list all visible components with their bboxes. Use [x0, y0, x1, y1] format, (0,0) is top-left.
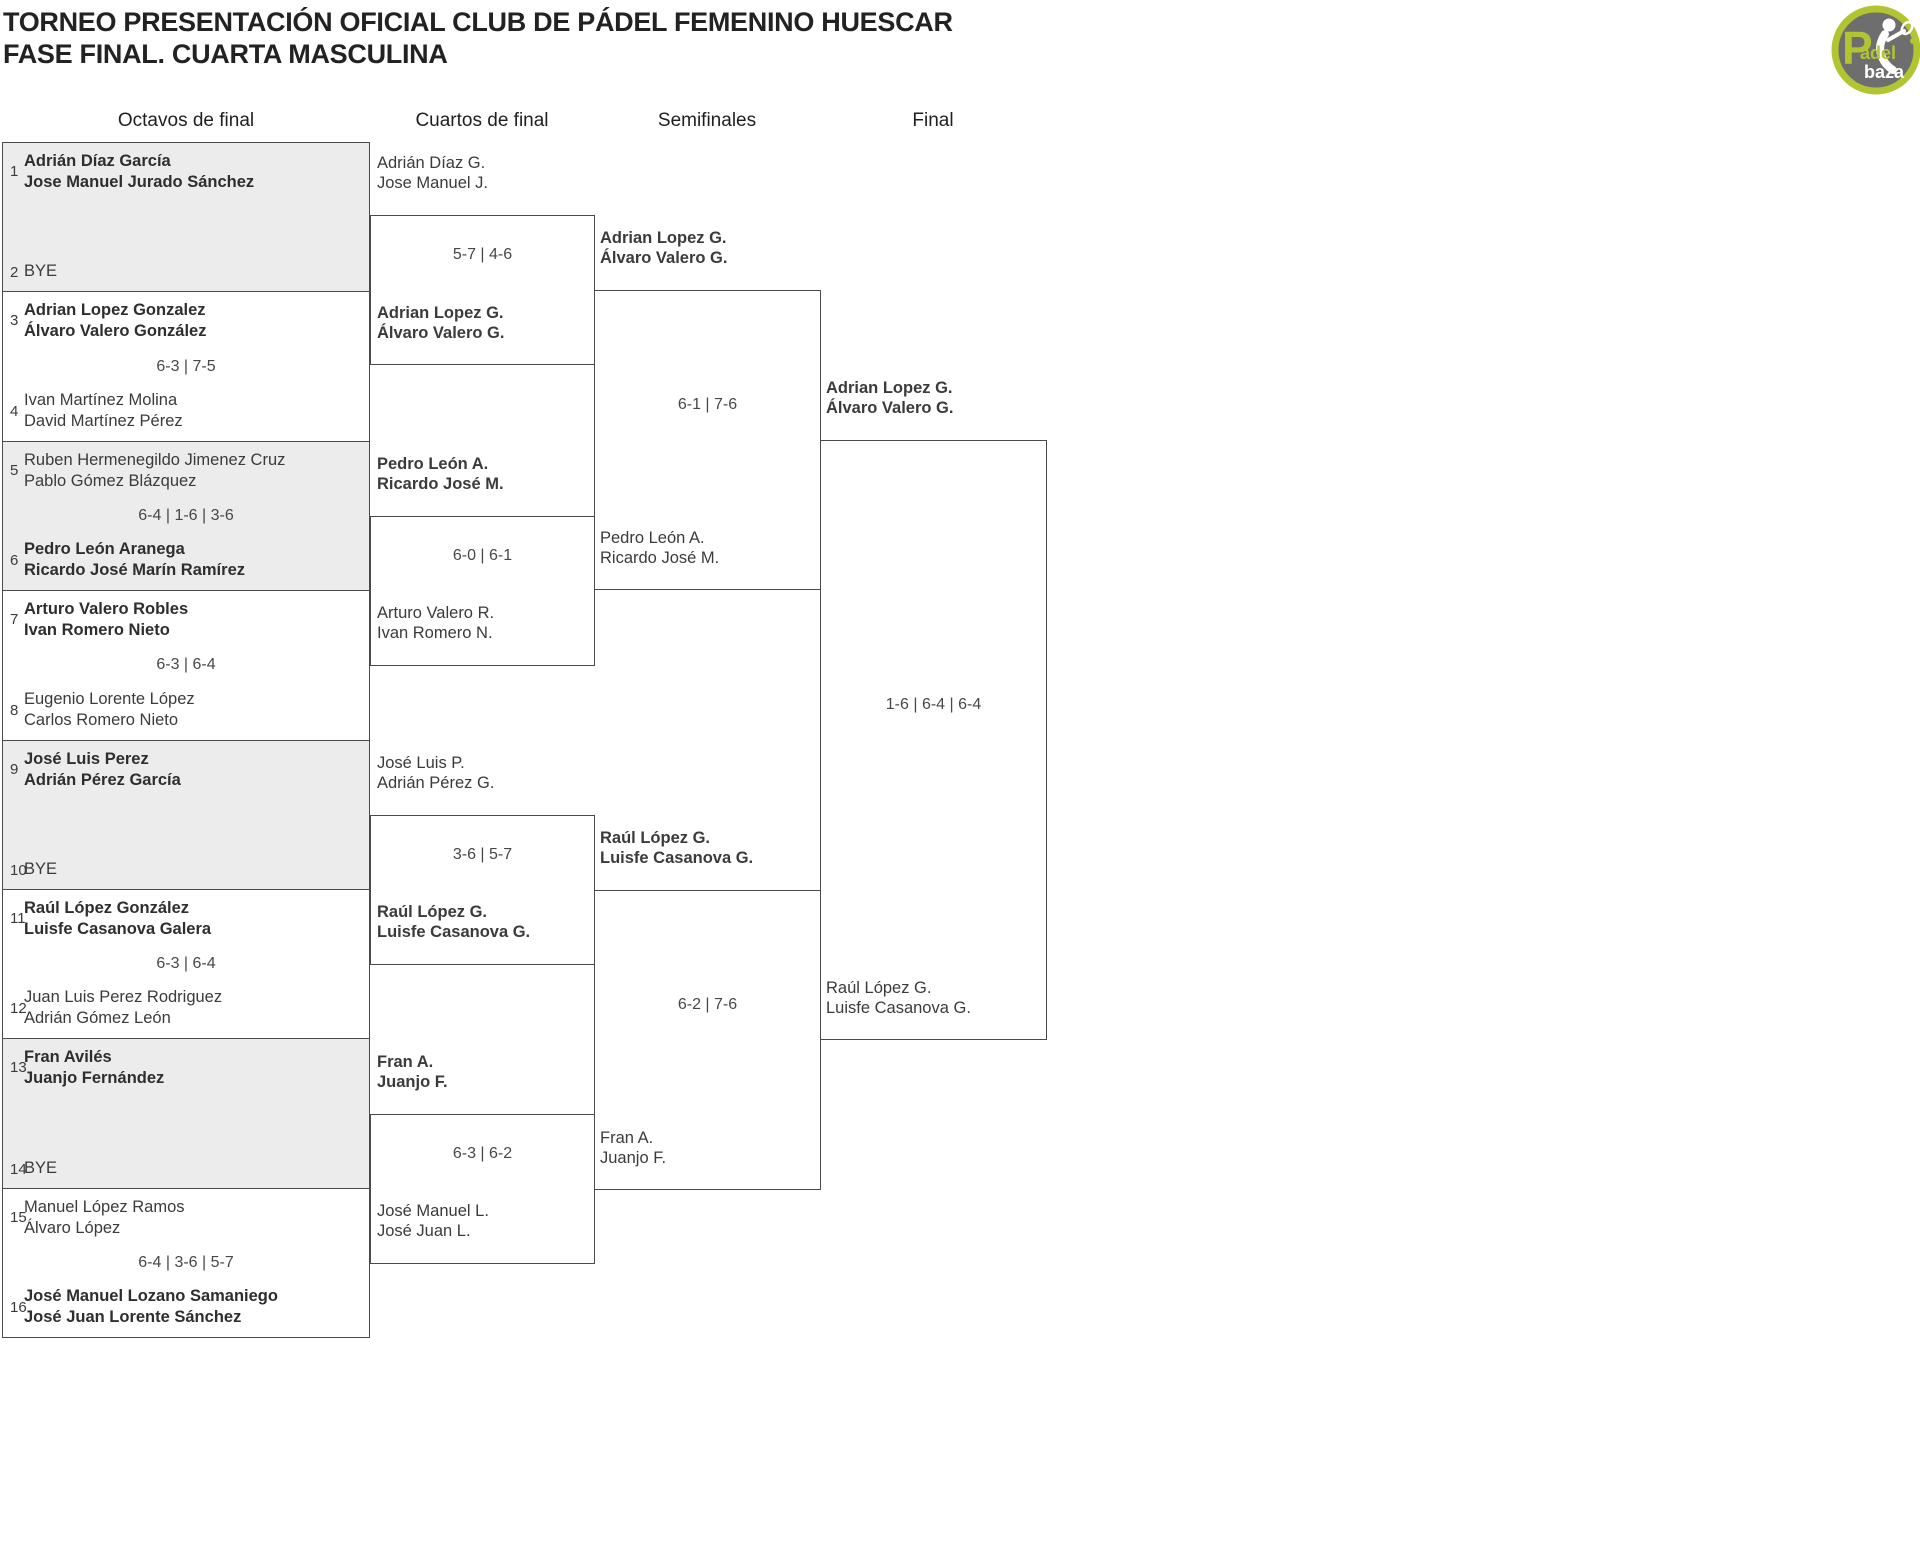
- seed-number: 6: [10, 552, 19, 570]
- seed-number: 3: [10, 312, 19, 330]
- round-header-final: Final: [912, 110, 954, 131]
- padel-baza-logo-icon: P adel baza: [1831, 5, 1920, 95]
- logo-word-baza: baza: [1864, 62, 1905, 82]
- qf4-team1: Fran A.Juanjo F.: [377, 1053, 448, 1091]
- final-team2: Raúl López G.Luisfe Casanova G.: [826, 979, 971, 1017]
- team-name: BYE: [24, 1158, 58, 1177]
- qf4-score: 6-3 | 6-2: [452, 1145, 513, 1162]
- final-box: [820, 440, 1047, 1040]
- seed-number: 4: [10, 402, 19, 420]
- match-score: 6-3 | 7-5: [156, 357, 216, 375]
- logo-word-adel: adel: [1860, 43, 1896, 63]
- qf1-team2: Adrian Lopez G.Álvaro Valero G.: [377, 304, 505, 342]
- sf1-team2: Pedro León A.Ricardo José M.: [600, 529, 720, 567]
- qf2-score: 6-0 | 6-1: [452, 547, 513, 564]
- seed-number: 8: [10, 701, 19, 719]
- seed-number: 14: [10, 1160, 27, 1178]
- qf-box-4: [370, 1114, 595, 1264]
- match-score: 6-4 | 1-6 | 3-6: [138, 506, 234, 524]
- seed-number: 9: [10, 760, 19, 778]
- sf2-score: 6-2 | 7-6: [677, 996, 738, 1013]
- match-score: 6-3 | 6-4: [156, 955, 216, 973]
- round-header-semifinales: Semifinales: [657, 110, 757, 131]
- page-subtitle: FASE FINAL. CUARTA MASCULINA: [3, 39, 448, 69]
- qf3-score: 3-6 | 5-7: [452, 846, 513, 863]
- seed-number: 7: [10, 611, 19, 629]
- team-name: BYE: [24, 859, 58, 878]
- sf2-team2: Fran A.Juanjo F.: [600, 1129, 667, 1167]
- seed-number: 2: [10, 264, 19, 282]
- logo-letter-p: P: [1842, 22, 1873, 74]
- seed-number: 10: [10, 861, 27, 879]
- match-score: 6-3 | 6-4: [156, 656, 216, 674]
- match-score: 6-4 | 3-6 | 5-7: [138, 1253, 234, 1271]
- seed-number: 15: [10, 1208, 27, 1226]
- qf-box-2: [370, 516, 595, 666]
- sf1-score: 6-1 | 7-6: [677, 396, 738, 413]
- qf3-team1: José Luis P.Adrián Pérez G.: [377, 754, 495, 792]
- round-header-octavos: Octavos de final: [117, 110, 255, 131]
- qf1-score: 5-7 | 4-6: [452, 246, 513, 263]
- seed-number: 5: [10, 461, 19, 479]
- final-team1: Adrian Lopez G.Álvaro Valero G.: [826, 379, 954, 417]
- team-name: BYE: [24, 262, 58, 281]
- qf2-team1: Pedro León A.Ricardo José M.: [377, 455, 504, 493]
- qf1-team1: Adrián Díaz G.Jose Manuel J.: [377, 154, 488, 192]
- round-header-cuartos: Cuartos de final: [415, 110, 549, 131]
- seed-number: 13: [10, 1059, 27, 1077]
- seed-number: 12: [10, 1000, 27, 1018]
- seed-number: 16: [10, 1299, 27, 1316]
- seed-number: 11: [10, 909, 26, 927]
- sf1-team1: Adrian Lopez G.Álvaro Valero G.: [600, 229, 728, 267]
- qf-box-3: [370, 815, 595, 965]
- page-title: TORNEO PRESENTACIÓN OFICIAL CLUB DE PÁDE…: [3, 7, 953, 37]
- seed-number: 1: [10, 163, 19, 180]
- sf2-team1: Raúl López G.Luisfe Casanova G.: [600, 829, 754, 867]
- sf-box-2: [594, 890, 821, 1190]
- qf4-team2: José Manuel L.José Juan L.: [377, 1202, 489, 1240]
- qf2-team2: Arturo Valero R.Ivan Romero N.: [377, 604, 495, 642]
- final-score: 1-6 | 6-4 | 6-4: [885, 696, 982, 713]
- qf3-team2: Raúl López G.Luisfe Casanova G.: [377, 903, 531, 941]
